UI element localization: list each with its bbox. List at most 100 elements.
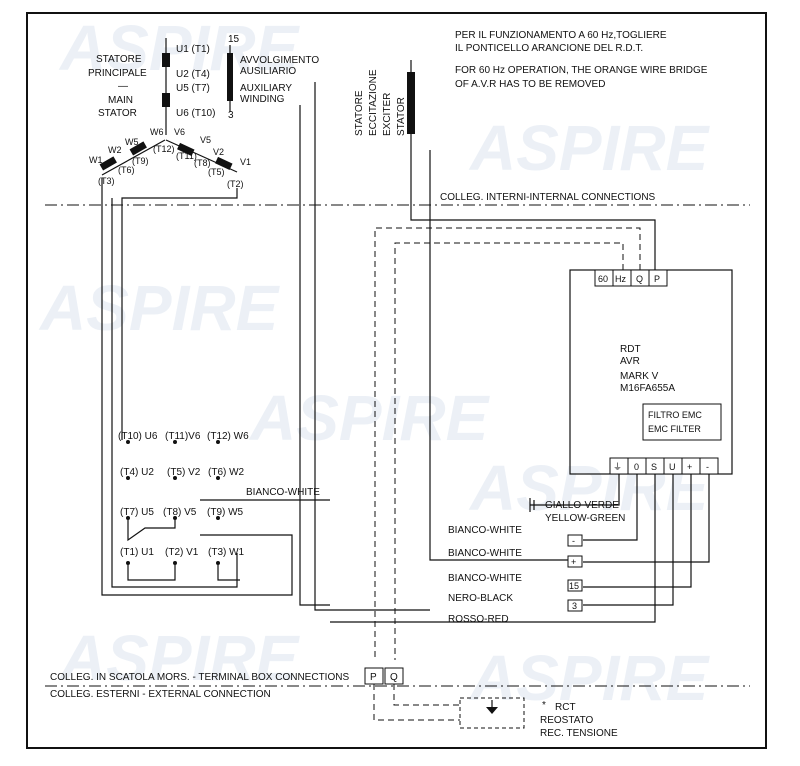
label-u6: U6 (T10) [176,108,215,119]
exciter-label-3: EXCITER [382,93,393,136]
avr-terminal-s-label: S [651,462,657,472]
tag-minus-label: - [572,536,575,546]
avr-terminal-minus [699,457,719,475]
avr-leads [330,474,710,623]
tag-minus [567,534,583,547]
winding-w5-w6 [129,141,147,156]
label-u5: U5 (T7) [176,83,210,94]
lead-aux-15 [314,82,430,611]
terminal-t9-label: (T9) W5 [207,507,244,518]
label-t11: (T11) [176,151,197,161]
emc-label-2: EMC FILTER [648,424,701,434]
tag-15 [567,579,583,592]
terminal-t3-label: (T3) W1 [208,547,245,558]
winding-w1-w2 [99,156,117,171]
terminal-t1-label: (T1) U1 [120,547,154,558]
aux-label-4: WINDING [240,94,285,105]
avr-terminal-hz-label: Hz [615,274,626,284]
avr-terminal-0-label: 0 [634,462,639,472]
rct-dashed-q [393,684,460,706]
label-t8: (T8) [194,158,211,168]
terminal-t5-label: (T5) V2 [167,467,201,478]
terminal-row: (T4) U2 (T5) V2 (T6) W2 [120,467,245,480]
terminal-t1 [126,561,130,565]
terminal-t2-label: (T2) V1 [165,547,199,558]
note-it-line-2: IL PONTICELLO ARANCIONE DEL R.D.T. [455,43,643,54]
avr-terminal-u-label: U [669,462,676,472]
avr-line-model: M16FA655A [620,383,675,394]
bridge-w1 [217,565,240,581]
lead-v1 [121,188,238,440]
diagram-frame [26,12,767,749]
avr-terminal-p [648,269,668,287]
emc-label-1: FILTRO EMC [648,410,702,420]
terminal-t12 [216,440,220,444]
winding-u1-u2 [162,53,170,67]
lead-exciter-to-p [410,150,656,270]
terminal-t10 [126,440,130,444]
label-t12: (T12) [153,144,175,154]
wire-bianco-white-1: BIANCO-WHITE [246,487,320,498]
label-w2: W2 [108,145,122,155]
terminal-box: P Q [364,667,404,685]
lead-minus [583,474,710,563]
terminal-t11 [173,440,177,444]
watermark-layer: ASPIRE ASPIRE ASPIRE ASPIRE ASPIRE ASPIR… [38,12,711,714]
tag-3 [567,599,583,612]
wire-tags: - + 15 3 [567,534,583,612]
wire-yellow-green: YELLOW-GREEN [545,513,625,524]
external-connection-label: COLLEG. ESTERNI - EXTERNAL CONNECTION [50,689,271,700]
terminal-t4-label: (T4) U2 [120,467,154,478]
watermark: ASPIRE [248,382,491,454]
dashed-60hz-run [394,242,624,660]
terminal-t7-label: (T7) U5 [120,507,154,518]
winding-u5-u6 [162,93,170,107]
exciter-label-1: STATORE [354,90,365,136]
label-v5: V5 [200,135,211,145]
emc-filter-box [642,403,722,441]
aux-label-3: AUXILIARY [240,83,292,94]
frequency-note: PER IL FUNZIONAMENTO A 60 Hz,TOGLIERE IL… [455,30,708,90]
rct-label-1: RCT [555,702,576,713]
lead-w1-b [111,198,238,588]
terminal-t2 [173,561,177,565]
terminal-t6 [216,476,220,480]
internal-connections-label: COLLEG. INTERNI-INTERNAL CONNECTIONS [440,192,656,203]
rct-box [459,697,525,729]
main-stator: STATORE PRINCIPALE — MAIN STATOR U1 (T1)… [88,38,215,135]
aux-pin-3: 3 [228,110,234,121]
aux-pin-15: 15 [228,34,240,45]
rct-label-3: REC. TENSIONE [540,728,618,739]
wire-bianco-white-4: BIANCO-WHITE [448,573,522,584]
label-t6: (T6) [118,165,135,175]
avr-unit: 60 Hz Q P RDT AVR MARK V M16FA655A FILTR… [569,269,733,475]
avr-line-avr: AVR [620,356,640,367]
terminal-board: (T10) U6 (T11)V6 (T12) W6 (T4) U2 (T5) V… [118,431,249,581]
avr-terminal-minus-label: - [706,462,709,472]
terminal-box-label: COLLEG. IN SCATOLA MORS. - TERMINAL BOX … [50,672,349,683]
avr-line-markv: MARK V [620,371,659,382]
terminal-t5 [173,476,177,480]
star-windings: W1 W2 W5 W6 V6 V5 V2 V1 (T3) (T6) (T9) (… [89,127,251,189]
terminal-row: (T7) U5 (T8) V5 (T9) W5 [120,507,244,520]
wire-rosso-red: ROSSO-RED [448,614,509,625]
wire-nero-black: NERO-BLACK [448,593,513,604]
terminal-t6-label: (T6) W2 [208,467,245,478]
note-en-line-1: FOR 60 Hz OPERATION, THE ORANGE WIRE BRI… [455,65,708,76]
wire-bianco-white-2: BIANCO-WHITE [448,525,522,536]
lead-exciter-2 [429,150,573,561]
dashed-q-run [374,227,641,660]
wire-giallo-verde: GIALLO-VERDE [545,500,619,511]
terminal-t3 [216,561,220,565]
note-en-line-2: OF A.V.R HAS TO BE REMOVED [455,79,605,90]
auxiliary-winding: 15 3 AVVOLGIMENTO AUSILIARIO AUXILIARY W… [227,34,319,121]
terminal-t12-label: (T12) W6 [207,431,249,442]
terminal-box-q-label: Q [390,672,398,683]
terminal-t11-label: (T11)V6 [165,431,201,442]
tag-plus-label: + [571,557,576,567]
lead-aux-3 [299,105,330,606]
tag-15-label: 15 [569,581,579,591]
main-stator-label-3: — [118,81,128,92]
tag-plus [567,555,583,568]
